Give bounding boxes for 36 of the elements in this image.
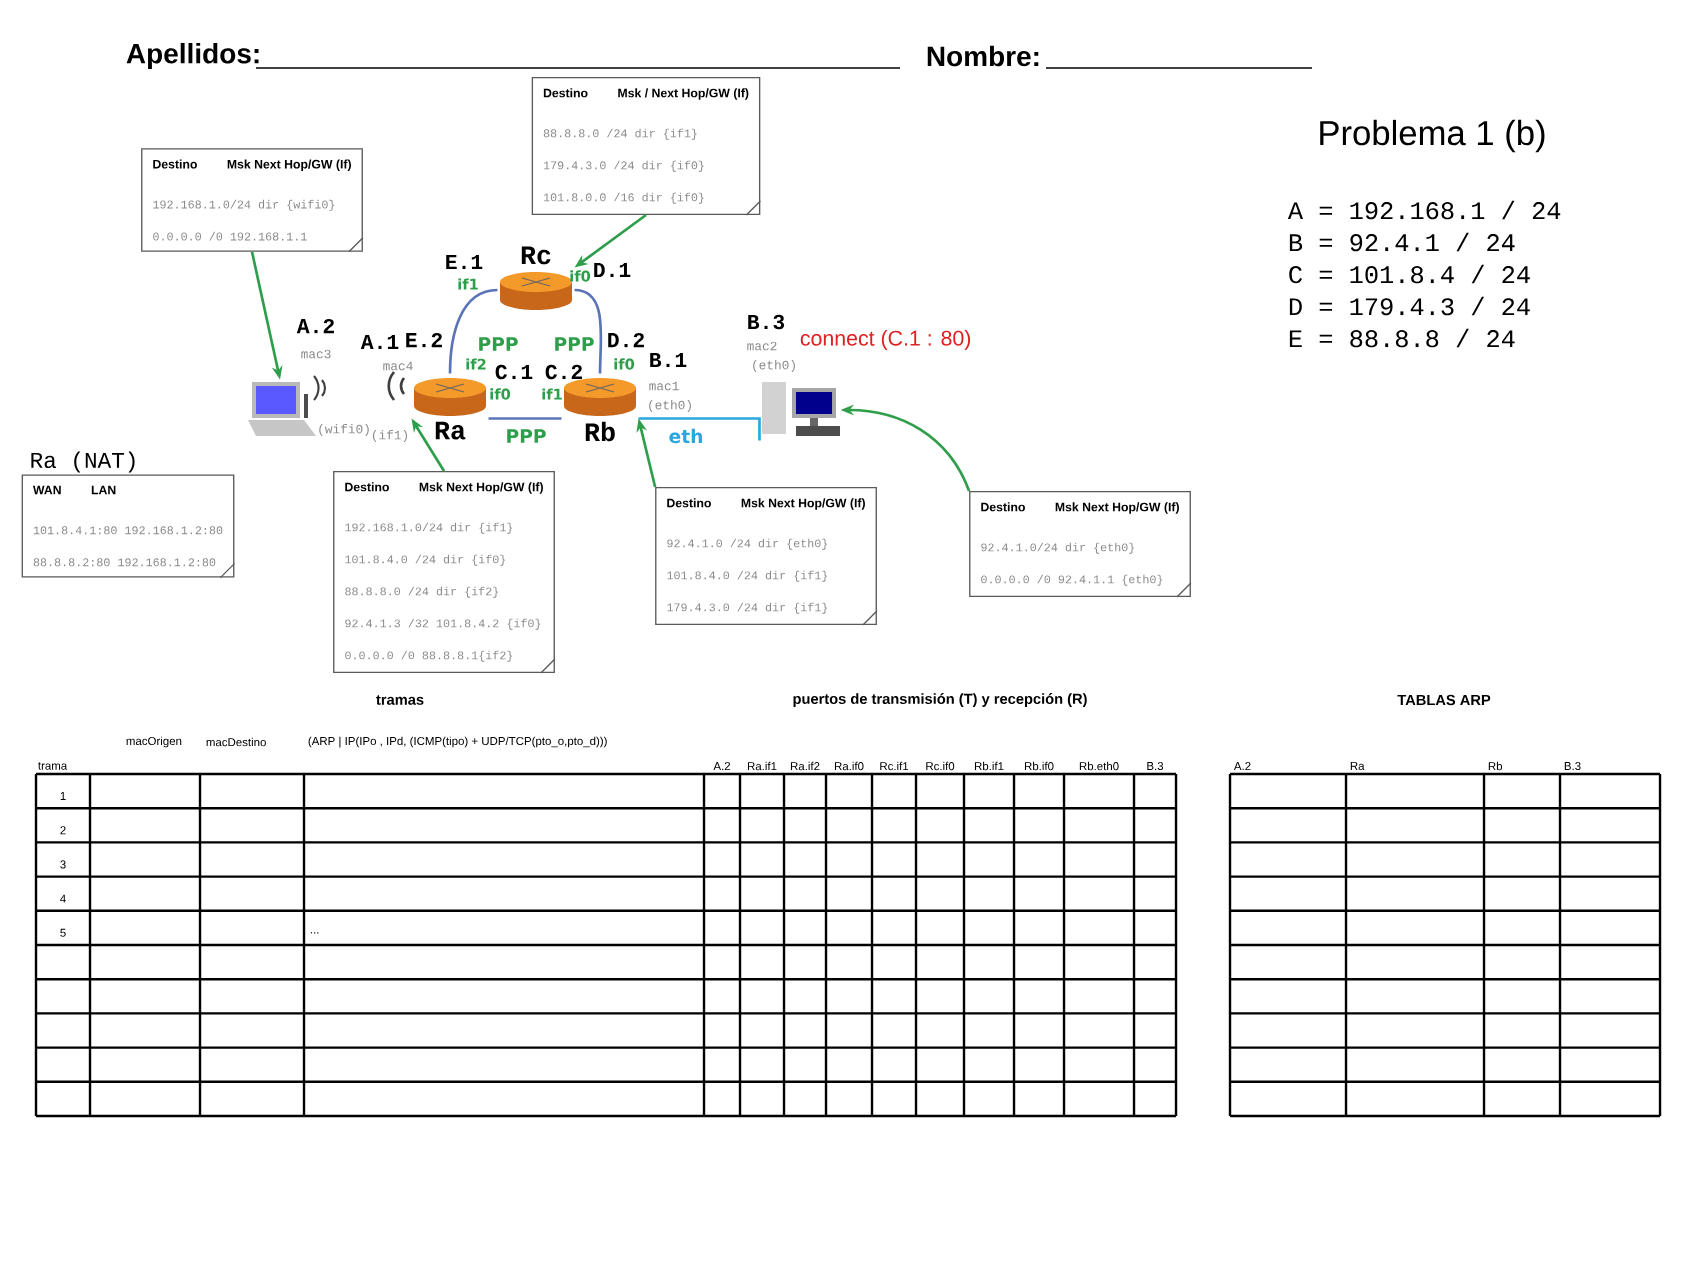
- problem-title: Problema 1 (b): [1320, 119, 1545, 153]
- network-link: [574, 288, 603, 374]
- interface-label: D.1: [594, 263, 631, 278]
- laptop-icon: [248, 382, 316, 436]
- network-address: D = 179.4.3 / 24: [1289, 296, 1530, 316]
- interface-label: B.1: [650, 353, 687, 368]
- interface-label: E.2: [406, 332, 442, 348]
- network-link: [638, 417, 761, 441]
- interface-label: B.3: [748, 314, 785, 330]
- interface-label: C.2: [545, 364, 582, 380]
- interface-label: A.2: [296, 318, 334, 334]
- network-link: [448, 288, 498, 374]
- edge-label: eth: [666, 426, 706, 446]
- network-address: E = 88.8.8 / 24: [1289, 328, 1515, 348]
- router: Ra: [414, 378, 486, 440]
- network-address: A = 192.168.1 / 24: [1287, 200, 1561, 220]
- edge-label: PPP: [503, 427, 549, 445]
- interface-label: A.1: [360, 335, 399, 350]
- interface-label: E.1: [446, 255, 483, 270]
- table-title: Ra (NAT): [31, 451, 135, 473]
- router: Rb: [564, 378, 636, 442]
- form-label: Nombre:: [927, 45, 1039, 67]
- node-label: Ra: [435, 421, 466, 440]
- node-label: Rc: [521, 246, 551, 265]
- network-address: B = 92.4.1 / 24: [1289, 232, 1515, 252]
- interface-label: D.2: [608, 332, 644, 348]
- desktop-computer-icon: [762, 382, 840, 436]
- network-address: C = 101.8.4 / 24: [1289, 264, 1530, 284]
- edge-label: PPP: [475, 335, 521, 353]
- edge-label: PPP: [551, 335, 597, 353]
- router: Rc: [500, 246, 572, 310]
- connection-note: connect (C.1 : 80): [800, 330, 971, 350]
- form-label: Apellidos:: [126, 42, 259, 70]
- network-link: [488, 417, 562, 420]
- node-label: Rb: [585, 421, 615, 442]
- interface-label: C.1: [495, 364, 533, 380]
